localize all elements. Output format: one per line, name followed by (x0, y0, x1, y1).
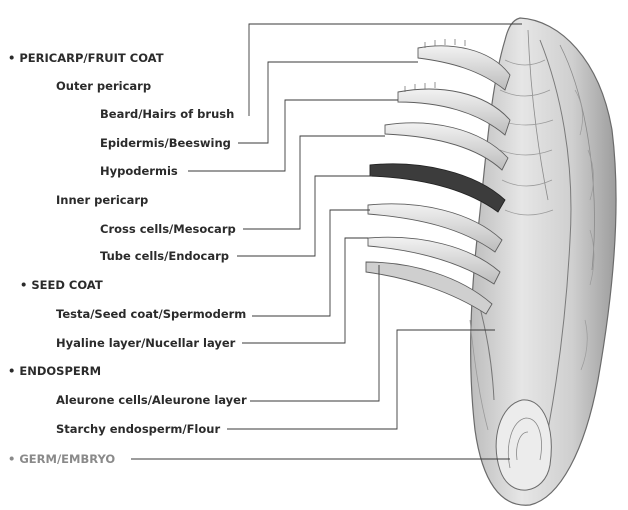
section-label-seed-coat: SEED COAT (20, 278, 103, 292)
section-label-pericarp: PERICARP/FRUIT COAT (8, 51, 164, 65)
layer-label-aleurone: Aleurone cells/Aleurone layer (56, 393, 247, 407)
leader-line-testa (252, 210, 370, 316)
leader-line-starchy (227, 330, 495, 429)
subsection-label-outer-pericarp: Outer pericarp (56, 79, 151, 93)
layer-label-cross-cells: Cross cells/Mesocarp (100, 222, 236, 236)
layer-label-testa: Testa/Seed coat/Spermoderm (56, 307, 246, 321)
subsection-label-inner-pericarp: Inner pericarp (56, 193, 148, 207)
wheat-kernel-illustration (470, 18, 616, 505)
layer-label-beard: Beard/Hairs of brush (100, 107, 234, 121)
layer-label-tube-cells: Tube cells/Endocarp (100, 249, 229, 263)
layer-label-hypodermis: Hypodermis (100, 164, 178, 178)
leader-line-tube-cells (237, 176, 372, 256)
leader-line-hyaline (242, 238, 368, 343)
layer-label-hyaline: Hyaline layer/Nucellar layer (56, 336, 235, 350)
layer-label-epidermis: Epidermis/Beeswing (100, 136, 231, 150)
section-label-endosperm: ENDOSPERM (8, 364, 101, 378)
leader-line-aleurone (250, 265, 379, 401)
layer-label-starchy: Starchy endosperm/Flour (56, 422, 220, 436)
section-label-germ: GERM/EMBRYO (8, 452, 115, 466)
leader-line-cross-cells (243, 136, 385, 229)
